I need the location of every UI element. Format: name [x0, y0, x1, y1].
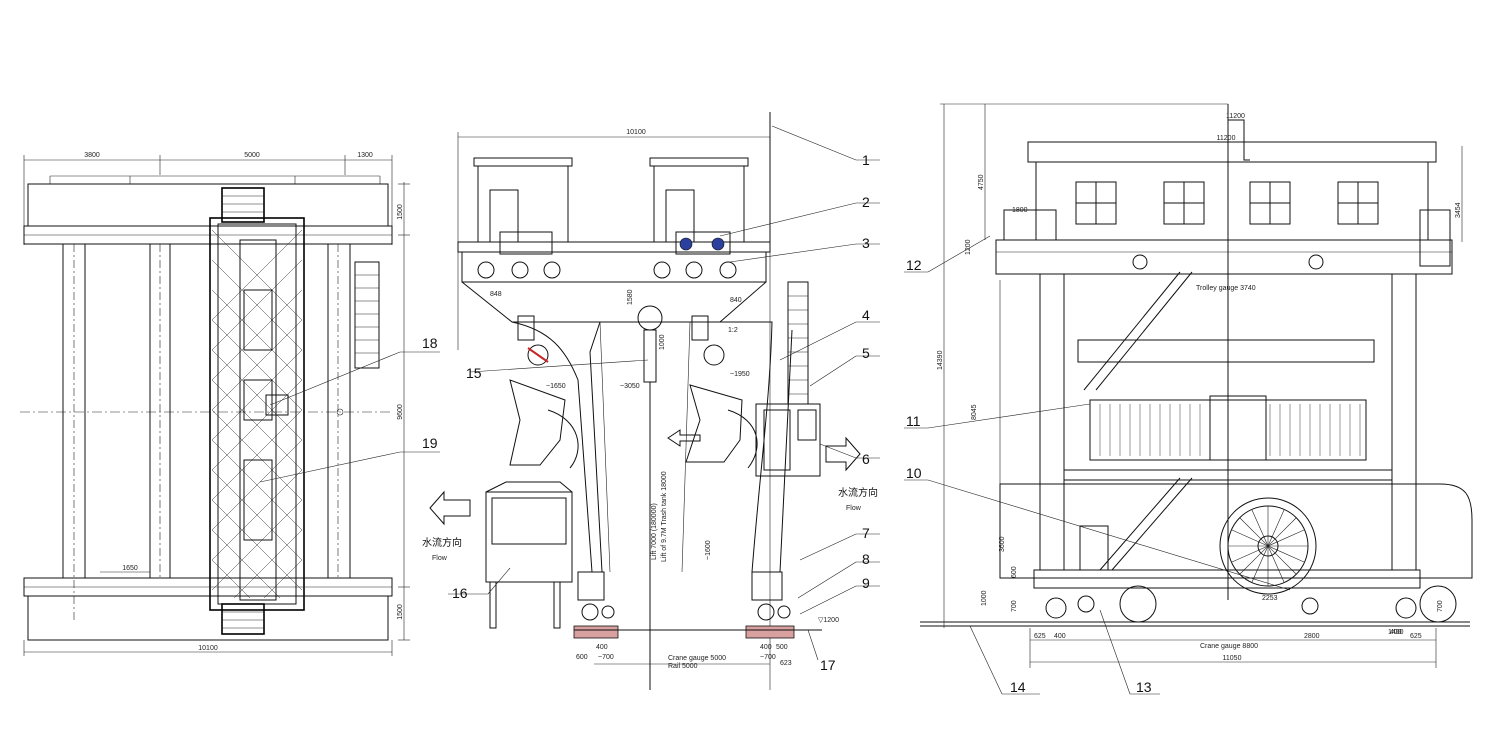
flow-cn-right: 水流方向: [838, 486, 878, 499]
crane-gauge-label: Crane gauge 5000: [668, 655, 726, 662]
dim-4750: 4750: [978, 174, 985, 190]
dim-14390: 14390: [937, 350, 944, 370]
dim-400-left: 400: [596, 644, 608, 651]
dim-10100-left: 10100: [198, 645, 218, 652]
dim-1650-middle: ~1650: [546, 383, 566, 390]
callout-8: 8: [862, 551, 870, 567]
dim-11200: 11200: [1217, 135, 1236, 142]
flow-cn-left: 水流方向: [422, 536, 462, 549]
right-elevation-view: 11200 14390 4750 1200 8045 3600 600 1000…: [904, 103, 1473, 695]
dim-11050: 11050: [1223, 655, 1242, 662]
dim-600-right: 600: [1011, 566, 1018, 578]
dim-625-left: 625: [1034, 633, 1046, 640]
callout-2: 2: [862, 194, 870, 210]
middle-elevation-view: 10100: [422, 112, 880, 690]
dim-700-right: ~700: [760, 654, 776, 661]
dim-600: 600: [576, 654, 588, 661]
dim-700-left: ~700: [598, 654, 614, 661]
flow-arrow-left: [429, 490, 471, 526]
callout-14: 14: [1010, 679, 1026, 695]
dim-1000-right: 1000: [981, 590, 988, 606]
callout-6: 6: [862, 451, 870, 467]
dim-400-right: 400: [760, 644, 772, 651]
trolley-gauge-label: Trolley gauge 3740: [1196, 285, 1256, 292]
dim-11200-top: 11200: [1226, 113, 1245, 120]
dim-840: 840: [730, 297, 742, 304]
dim-1000: 1000: [659, 334, 666, 350]
dim-848: 848: [490, 291, 502, 298]
callout-7: 7: [862, 525, 870, 541]
dim-400-r-right: 400: [1390, 629, 1402, 636]
dim-1400: 1400: [1388, 629, 1404, 636]
slope-label: 1:2: [728, 327, 738, 334]
lift-label: Lift 7000 (180000): [651, 503, 658, 560]
callout-16: 16: [452, 585, 468, 601]
callout-10: 10: [906, 465, 922, 481]
callout-11: 11: [906, 413, 921, 429]
callout-17: 17: [820, 657, 836, 673]
callout-19: 19: [422, 435, 438, 451]
dim-1580: 1580: [627, 289, 634, 305]
left-plan-view: 3800 5000 1300: [20, 152, 440, 656]
dim-400-r-left: 400: [1054, 633, 1066, 640]
elevation-label: ▽1200: [818, 617, 839, 624]
flow-en-left: Flow: [432, 555, 448, 562]
dim-10100-middle: 10100: [626, 129, 646, 136]
dim-1300: 1300: [357, 152, 373, 159]
dim-500: 500: [776, 644, 788, 651]
dim-1650: 1650: [122, 565, 138, 572]
crane-gauge-8800: Crane gauge 8800: [1200, 643, 1258, 650]
callout-9: 9: [862, 575, 870, 591]
callout-4: 4: [862, 307, 870, 323]
dim-3050: ~3050: [620, 383, 640, 390]
dim-3800: 3800: [84, 152, 100, 159]
callout-13: 13: [1136, 679, 1152, 695]
dim-8045: 8045: [971, 404, 978, 420]
callout-18: 18: [422, 335, 438, 351]
dim-1500-bottom: 1500: [397, 604, 404, 620]
dim-9600: 9600: [397, 404, 404, 420]
dim-5000: 5000: [244, 152, 260, 159]
callout-12: 12: [906, 257, 922, 273]
dim-623: 623: [780, 660, 792, 667]
flow-arrow-right: [825, 436, 861, 472]
rail-label: Rail 5000: [668, 663, 698, 670]
dim-700-right-right: 700: [1437, 600, 1444, 612]
dim-1500-top: 1500: [397, 204, 404, 220]
dim-2800: 2800: [1304, 633, 1320, 640]
dim-3600: 3600: [999, 536, 1006, 552]
dim-625-right: 625: [1410, 633, 1422, 640]
callout-3: 3: [862, 235, 870, 251]
dim-1800: 1800: [1012, 207, 1028, 214]
callout-15: 15: [466, 365, 482, 381]
flow-en-right: Flow: [846, 505, 862, 512]
callout-1: 1: [862, 152, 870, 168]
dim-2253: 2253: [1262, 595, 1278, 602]
dim-1600: ~1600: [705, 540, 712, 560]
trash-tank-label: Lift of 9.7M Trash tank 18000: [661, 471, 668, 562]
dim-1200: 1200: [965, 239, 972, 255]
dim-1950: ~1950: [730, 371, 750, 378]
dim-700-right-left: 700: [1011, 600, 1018, 612]
dim-3454: 3454: [1455, 202, 1462, 218]
callout-5: 5: [862, 345, 870, 361]
